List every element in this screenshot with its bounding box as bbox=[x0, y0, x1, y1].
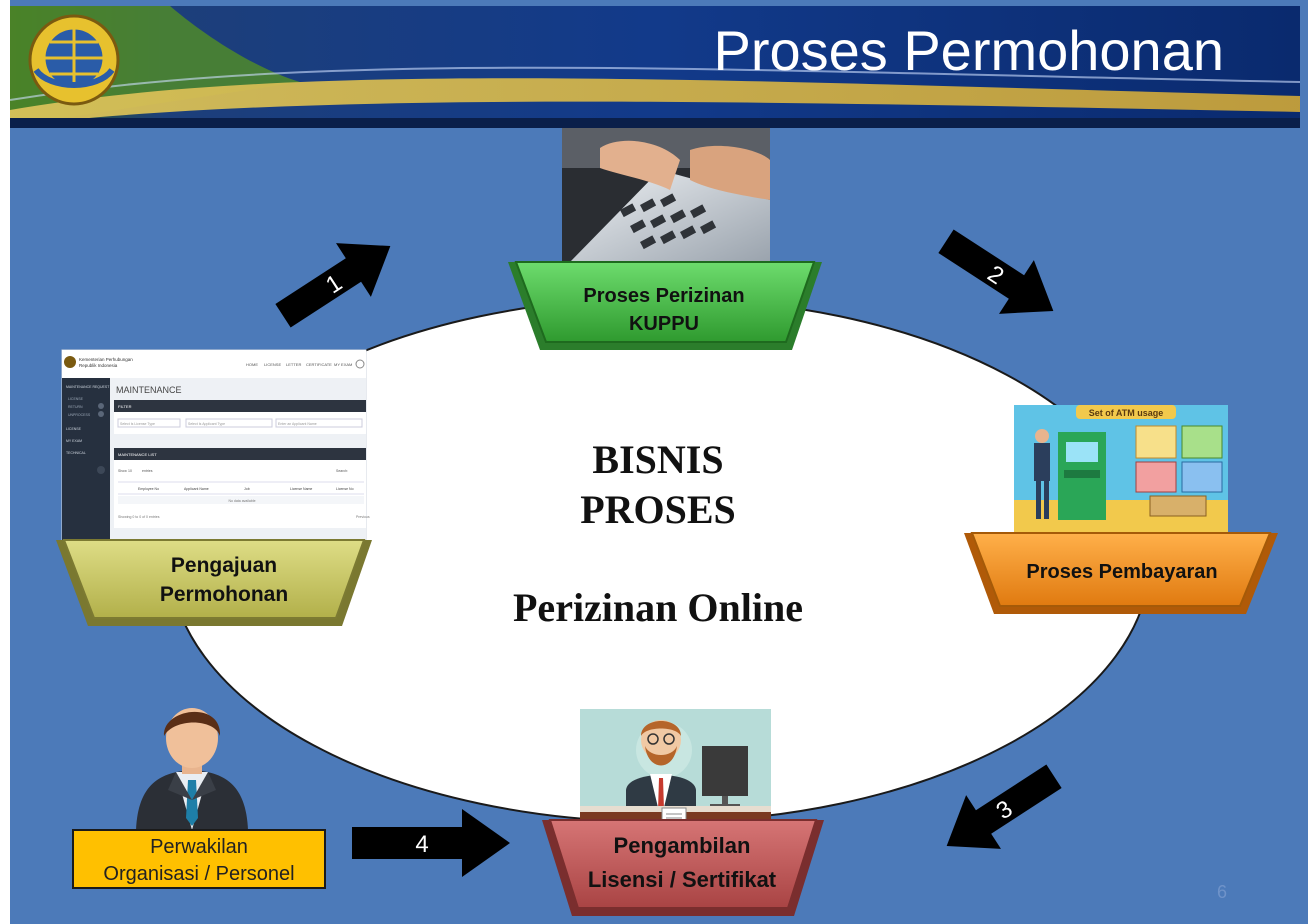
box-proses-perizinan: Proses Perizinan KUPPU bbox=[508, 261, 822, 350]
app-nav-certificate: CERTIFICATE bbox=[306, 362, 332, 367]
center-title-line1: BISNIS bbox=[592, 437, 723, 482]
perwakilan-line1: Perwakilan bbox=[150, 836, 248, 858]
arrow-2: 2 bbox=[938, 229, 1054, 314]
app-nav-myexam: MY EXAM bbox=[334, 362, 352, 367]
clerk-illustration bbox=[580, 709, 771, 829]
box-kuppu-line2: KUPPU bbox=[629, 313, 699, 335]
app-screenshot: Kementerian Perhubungan Republik Indones… bbox=[61, 349, 370, 541]
app-sidebar-item-7: TECHNICAL bbox=[66, 451, 86, 455]
app-header-line2: Republik Indonesia bbox=[79, 363, 118, 368]
center-title-line2: PROSES bbox=[580, 487, 736, 532]
app-sidebar-item-6: MY EXAM bbox=[66, 439, 82, 443]
atm-illustration: Set of ATM usage bbox=[1014, 405, 1228, 533]
app-footer-right: Previous bbox=[356, 515, 370, 519]
ministry-logo bbox=[28, 14, 120, 106]
app-filter-label: FILTER bbox=[118, 404, 132, 409]
app-nav-license: LICENSE bbox=[264, 362, 281, 367]
app-sidebar-item-4: UNPROCESS bbox=[68, 413, 91, 417]
app-filter-field-3: Enter an Applicant Name bbox=[278, 422, 317, 426]
box-pengajuan-line2: Permohonan bbox=[160, 583, 288, 606]
box-pengajuan-line1: Pengajuan bbox=[171, 554, 277, 577]
box-pembayaran-label: Proses Pembayaran bbox=[1026, 561, 1217, 583]
app-header-line1: Kementerian Perhubungan bbox=[79, 357, 133, 362]
app-sidebar-item-2: LICENSE bbox=[68, 397, 84, 401]
arrow-4-label: 4 bbox=[415, 831, 428, 858]
app-show-label: Show bbox=[118, 469, 127, 473]
app-sidebar-item-1: MAINTENANCE REQUEST bbox=[66, 385, 110, 389]
app-page-title: MAINTENANCE bbox=[116, 385, 182, 395]
app-search-label: Search: bbox=[336, 469, 348, 473]
app-col-5: License No bbox=[336, 487, 354, 491]
page-title: Proses Permohonan bbox=[713, 19, 1224, 82]
box-proses-pembayaran: Proses Pembayaran bbox=[964, 532, 1278, 614]
header-band bbox=[9, 6, 1301, 128]
app-col-3: Job bbox=[244, 487, 250, 491]
app-col-2: Applicant Name bbox=[184, 487, 209, 491]
app-sidebar-item-5: LICENSE bbox=[66, 427, 82, 431]
app-col-4: License Name bbox=[290, 487, 312, 491]
arrow-3: 3 bbox=[946, 764, 1062, 849]
page-number: 6 bbox=[1217, 882, 1227, 902]
app-list-label: MAINTENANCE LIST bbox=[118, 452, 157, 457]
app-entries-label: entries bbox=[142, 469, 153, 473]
arrow-4: 4 bbox=[352, 809, 510, 877]
typing-photo bbox=[562, 128, 770, 262]
app-nav-home: HOME bbox=[246, 362, 258, 367]
perwakilan-box: Perwakilan Organisasi / Personel bbox=[72, 829, 326, 889]
left-border bbox=[0, 0, 10, 924]
app-col-1: Employee No bbox=[138, 487, 159, 491]
app-filter-field-1: Select Is License Type bbox=[120, 422, 155, 426]
box-kuppu-line1: Proses Perizinan bbox=[583, 285, 744, 307]
box-pengambilan-line2: Lisensi / Sertifikat bbox=[588, 867, 777, 892]
atm-caption: Set of ATM usage bbox=[1089, 408, 1164, 418]
box-pengajuan-permohonan: Pengajuan Permohonan bbox=[56, 539, 372, 626]
app-empty-text: No data available bbox=[228, 499, 255, 503]
center-subtitle: Perizinan Online bbox=[513, 585, 803, 630]
arrow-1: 1 bbox=[275, 243, 391, 328]
box-pengambilan-lisensi: Pengambilan Lisensi / Sertifikat bbox=[542, 819, 824, 916]
box-pengambilan-line1: Pengambilan bbox=[614, 833, 751, 858]
app-sidebar-item-3: RETURN bbox=[68, 405, 83, 409]
app-footer-text: Showing 0 to 0 of 0 entries bbox=[118, 515, 160, 519]
app-show-value: 10 bbox=[128, 469, 132, 473]
app-filter-field-2: Select Is Applicant Type bbox=[188, 422, 225, 426]
businessman-icon bbox=[136, 708, 248, 830]
app-nav-letter: LETTER bbox=[286, 362, 301, 367]
perwakilan-line2: Organisasi / Personel bbox=[103, 863, 294, 885]
